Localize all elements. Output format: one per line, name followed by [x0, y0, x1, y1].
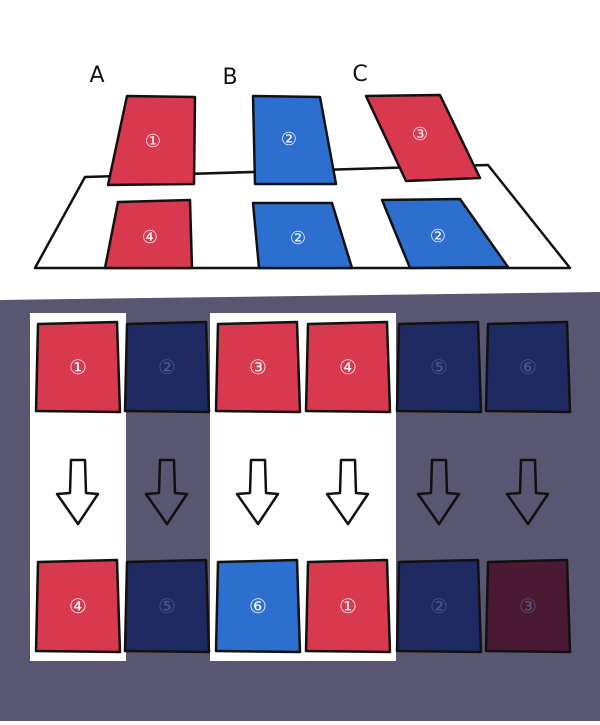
card-number: ② [281, 129, 297, 150]
card-shape [34, 320, 122, 414]
card-number: ⑤ [430, 355, 448, 379]
card-shape [34, 558, 122, 654]
card-number: ⑤ [158, 594, 176, 618]
card-number: ④ [339, 355, 357, 379]
card-shape [123, 558, 211, 654]
down-arrow-icon [144, 458, 189, 526]
card-number: ① [145, 131, 161, 152]
card-shape [103, 198, 194, 270]
down-arrow-icon [416, 458, 461, 526]
top-row-card-2: ② [123, 320, 211, 414]
card-number: ④ [69, 594, 87, 618]
column-label-a: A [89, 63, 104, 88]
transition-arrows [55, 458, 550, 526]
card-shape [484, 320, 572, 414]
down-arrow-icon [325, 458, 370, 526]
card-number: ② [430, 594, 448, 618]
card-number: ⑥ [519, 355, 537, 379]
bottom-row-card-4: ① [304, 558, 392, 654]
card-number: ② [290, 228, 306, 249]
card-number: ① [339, 594, 357, 618]
card-shape [214, 558, 302, 654]
card-shape [251, 201, 354, 270]
card-c-front: ② [380, 197, 510, 270]
bottom-row-card-2: ⑤ [123, 558, 211, 654]
down-arrow-icon [55, 458, 100, 526]
card-shape [106, 94, 197, 187]
column-label-c: C [352, 62, 367, 87]
top-row-card-3: ③ [214, 320, 302, 414]
card-shape [484, 558, 572, 654]
card-a-front: ④ [103, 198, 194, 270]
card-shape [251, 94, 338, 186]
card-number: ④ [142, 227, 158, 248]
bottom-row-card-6: ③ [484, 558, 572, 654]
down-arrow-icon [235, 458, 280, 526]
bottom-row-card-3: ⑥ [214, 558, 302, 654]
card-number: ③ [412, 124, 428, 145]
top-row-card-5: ⑤ [395, 320, 483, 414]
card-shape [380, 197, 510, 270]
card-number: ⑥ [249, 594, 267, 618]
card-shape [364, 93, 482, 183]
card-number: ③ [519, 594, 537, 618]
card-shape [304, 558, 392, 654]
column-label-b: B [222, 65, 237, 90]
card-c-back: ③ [364, 93, 482, 183]
card-a-back: ① [106, 94, 197, 187]
card-shape [395, 558, 483, 654]
card-number: ③ [249, 355, 267, 379]
card-number: ② [430, 226, 446, 247]
card-number: ② [158, 355, 176, 379]
card-number: ① [69, 355, 87, 379]
bottom-cards: ① ② ③ ④ ⑤ ⑥ ④ ⑤ ⑥ ① ② ③ [34, 320, 572, 654]
bottom-row-card-1: ④ [34, 558, 122, 654]
top-row-card-4: ④ [304, 320, 392, 414]
card-b-front: ② [251, 201, 354, 270]
bottom-row-card-5: ② [395, 558, 483, 654]
card-shape [123, 320, 211, 414]
top-diagram: A B C ① ② ③ ④ ② [33, 62, 572, 270]
card-b-back: ② [251, 94, 338, 186]
card-shape [395, 320, 483, 414]
top-row-card-1: ① [34, 320, 122, 414]
down-arrow-icon [505, 458, 550, 526]
card-shape [304, 320, 392, 414]
bottom-diagram: ① ② ③ ④ ⑤ ⑥ ④ ⑤ ⑥ ① ② ③ [0, 292, 600, 721]
top-row-card-6: ⑥ [484, 320, 572, 414]
card-shape [214, 320, 302, 414]
